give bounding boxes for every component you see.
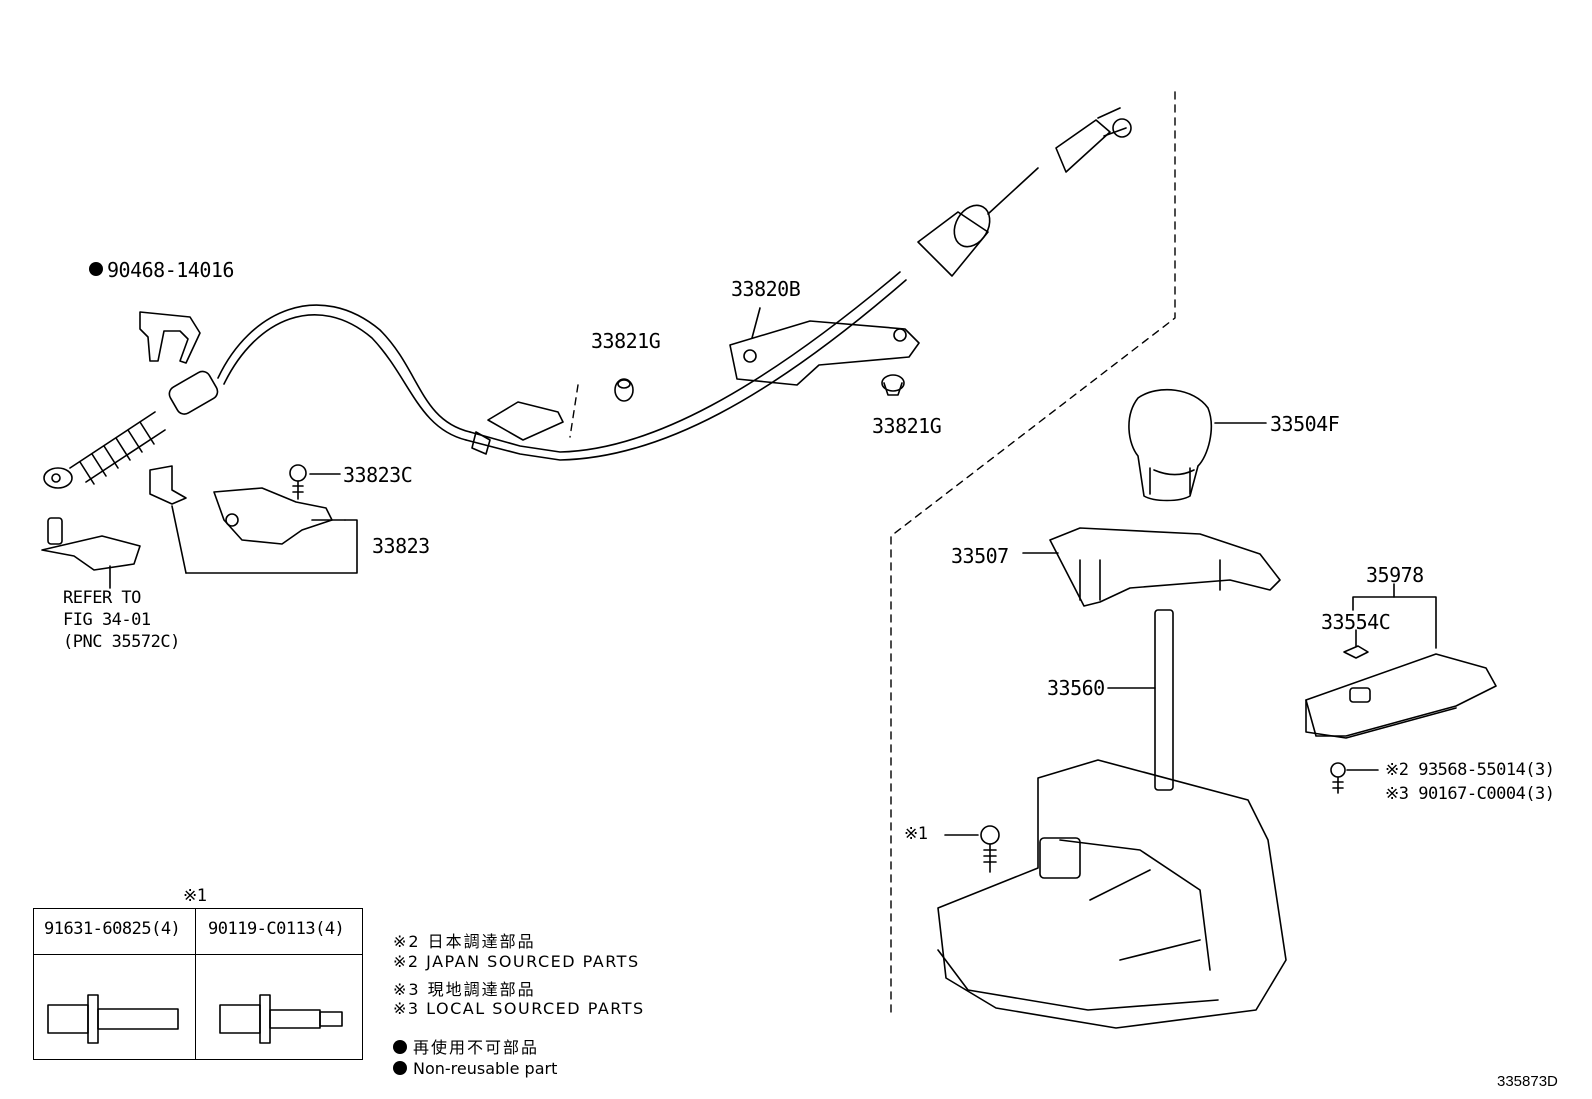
cable-bracket-33820B	[729, 307, 920, 386]
label-33820B: 33820B	[731, 277, 801, 301]
fastener-table: 91631-60825(4) 90119-C0113(4)	[33, 908, 363, 1060]
shift-knob-33504F	[1128, 388, 1267, 502]
legend-japan-sourced: ※2 JAPAN SOURCED PARTS	[393, 952, 640, 971]
legend-non-reusable-jp-text: 再使用不可部品	[413, 1038, 540, 1057]
legend-dot-icon	[393, 1061, 407, 1075]
legend-non-reusable-en-text: Non-reusable part	[413, 1059, 558, 1078]
clip-33554C	[1343, 629, 1369, 659]
switch-35978	[1305, 583, 1497, 739]
label-33823C: 33823C	[343, 463, 413, 487]
legend-non-reusable-jp: 再使用不可部品	[393, 1034, 539, 1058]
label-33504F: 33504F	[1270, 412, 1340, 436]
bolt-33823C	[289, 464, 341, 500]
refer-line2: FIG 34-01	[63, 610, 151, 630]
label-33560: 33560	[1047, 676, 1105, 700]
label-35978: 35978	[1366, 563, 1424, 587]
label-90167-C0004: ※3 90167-C0004(3)	[1385, 784, 1555, 804]
grommet-33821G-top	[614, 378, 634, 402]
label-90468-14016: 90468-14016	[107, 258, 234, 282]
table-col2-header: 90119-C0113(4)	[208, 919, 345, 939]
clip-90468-14016	[139, 311, 201, 364]
table-mark: ※1	[183, 886, 207, 906]
label-33507: 33507	[951, 544, 1009, 568]
legend-jp-sourced: ※2 日本調達部品	[393, 932, 536, 951]
table-col1-header: 91631-60825(4)	[44, 919, 181, 939]
refer-line1: REFER TO	[63, 588, 141, 608]
legend-local-jp: ※3 現地調達部品	[393, 980, 536, 999]
dashed-assembly-frame	[569, 91, 1176, 1016]
bolt-90119-C0113	[219, 994, 343, 1044]
legend-non-reusable-en: Non-reusable part	[393, 1059, 557, 1078]
non-reusable-marker	[89, 262, 103, 276]
label-33823: 33823	[372, 534, 430, 558]
label-93568-55014: ※2 93568-55014(3)	[1385, 760, 1555, 780]
shifter-base-assembly	[937, 759, 1287, 1029]
screw-93568	[1330, 762, 1379, 794]
label-note1: ※1	[904, 824, 928, 844]
housing-33507	[1022, 527, 1281, 607]
bolt-note1	[944, 825, 1000, 873]
bolt-91631-60825	[47, 994, 179, 1044]
bracket-33823	[149, 465, 358, 574]
label-33821G-bottom: 33821G	[872, 414, 942, 438]
grommet-33821G-bottom	[881, 374, 905, 396]
legend-dot-icon	[393, 1040, 407, 1054]
lever-35572C	[41, 517, 141, 589]
shift-lever-33560	[1107, 609, 1174, 791]
diagram-code: 335873D	[1497, 1073, 1558, 1090]
shift-cable	[43, 107, 1132, 489]
label-33821G-top: 33821G	[591, 329, 661, 353]
refer-line3: (PNC 35572C)	[63, 632, 180, 652]
legend-local-sourced: ※3 LOCAL SOURCED PARTS	[393, 999, 645, 1018]
label-33554C: 33554C	[1321, 610, 1391, 634]
